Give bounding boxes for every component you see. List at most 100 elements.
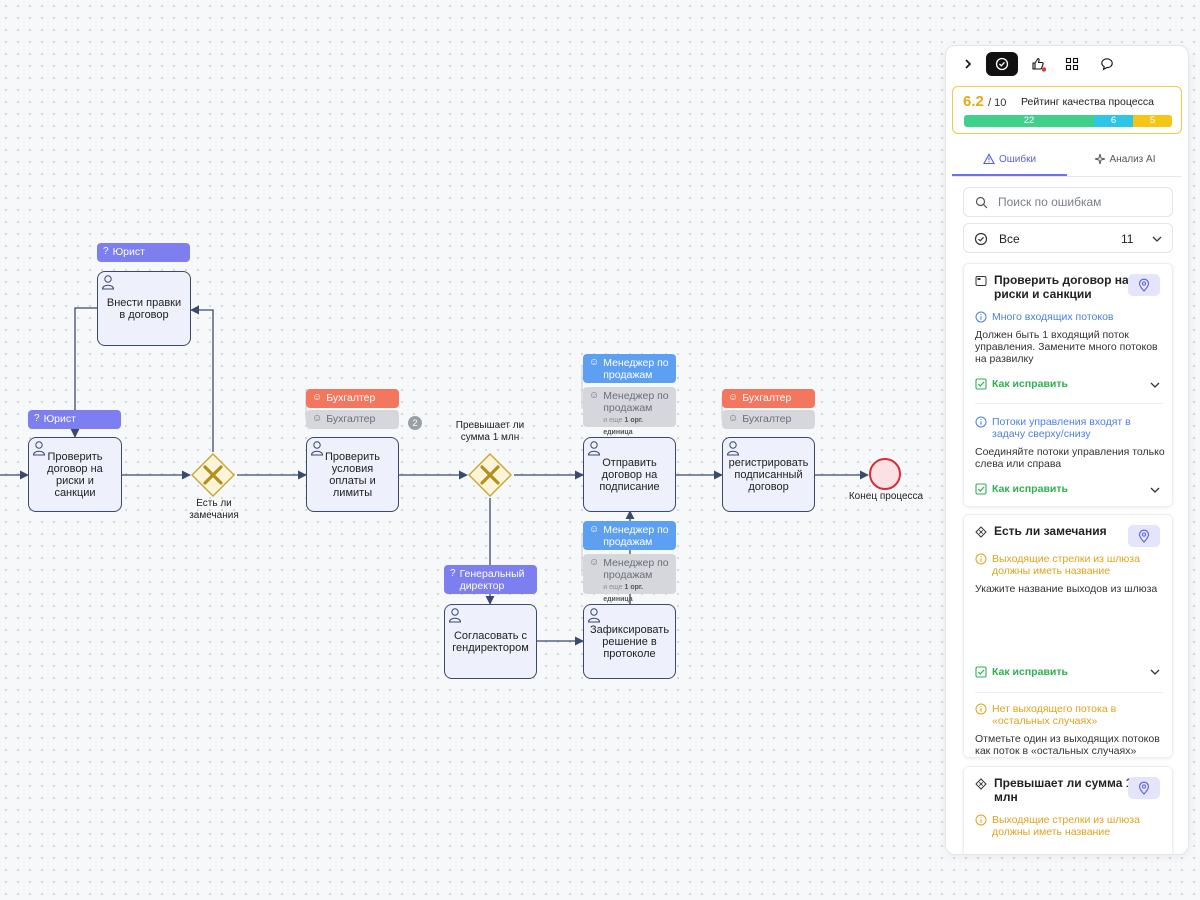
gateway-remarks[interactable]	[191, 453, 235, 497]
role-sales-manager-2[interactable]: ☺ Менеджер по продажам	[583, 521, 676, 550]
end-event[interactable]	[869, 458, 901, 490]
collapse-button[interactable]	[952, 52, 984, 76]
rating-segment: 22	[964, 115, 1094, 127]
like-tab-button[interactable]	[1022, 52, 1054, 76]
locate-button[interactable]	[1128, 525, 1160, 547]
role-sub-text: Менеджер по продажам и еще 1 орг. единиц…	[603, 557, 670, 606]
task-check-payment[interactable]: Проверить условия оплаты и лимиты	[306, 437, 399, 512]
issue-title: Потоки управления входят в задачу сверху…	[975, 416, 1165, 440]
role-lawyer-top[interactable]: ? Юрист	[97, 243, 190, 262]
gateway-label-remarks: Есть ли замечания	[189, 498, 239, 521]
role-sales-manager-2-sub[interactable]: ☺ Менеджер по продажам и еще 1 орг. един…	[583, 554, 676, 603]
user-task-icon	[101, 275, 115, 290]
user-task-icon	[310, 441, 324, 456]
task-label: Проверить договор на риски и санкции	[47, 450, 103, 499]
locate-button[interactable]	[1128, 274, 1160, 296]
info-icon	[975, 703, 987, 715]
task-approve-ceo[interactable]: Согласовать с гендиректором	[444, 604, 537, 679]
error-card-title: Превышает ли сумма 1 млн	[994, 776, 1133, 804]
grid-icon	[1065, 57, 1079, 71]
error-card[interactable]: Проверить договор на риски и санкции Мно…	[963, 263, 1173, 507]
tab-label: Анализ AI	[1109, 153, 1156, 165]
rating-title: Рейтинг качества процесса	[1021, 96, 1154, 108]
checkbox-check-icon	[975, 483, 987, 495]
user-icon: ☺	[589, 524, 600, 535]
role-accountant-1[interactable]: ☺ Бухгалтер	[306, 389, 399, 408]
panel-tabs: Ошибки Анализ AI	[952, 144, 1182, 177]
error-card-title: Есть ли замечания	[994, 524, 1107, 538]
role-label: Менеджер по продажам	[603, 390, 669, 414]
error-issue: Много входящих потоков Должен быть 1 вхо…	[975, 311, 1165, 365]
comments-tab-button[interactable]	[1091, 52, 1123, 76]
user-icon: ☺	[589, 357, 600, 368]
fix-label: Как исправить	[992, 378, 1068, 390]
issue-title-text: Выходящие стрелки из шлюза должны иметь …	[992, 553, 1140, 577]
rating-segment: 5	[1133, 115, 1172, 127]
role-accountant-2[interactable]: ☺ Бухгалтер	[722, 389, 815, 408]
checkbox-check-icon	[975, 378, 987, 390]
role-accountant-1-sub[interactable]: ☺ Бухгалтер	[306, 410, 399, 429]
role-sales-manager-1[interactable]: ☺ Менеджер по продажам	[583, 354, 676, 383]
issue-title: Выходящие стрелки из шлюза должны иметь …	[975, 553, 1165, 577]
gateway-amount[interactable]	[468, 453, 512, 497]
issue-description: Должен быть 1 входящий поток управления.…	[975, 329, 1158, 365]
issue-title: Нет выходящего потока в «остальных случа…	[975, 703, 1165, 727]
search-icon	[975, 196, 988, 209]
task-record-decision[interactable]: Зафиксировать решение в протоколе	[583, 604, 676, 679]
role-label: Менеджер по продажам	[603, 357, 669, 381]
grid-tab-button[interactable]	[1056, 52, 1088, 76]
task-label: регистрировать подписанный договор	[728, 456, 809, 493]
role-accountant-2-sub[interactable]: ☺ Бухгалтер	[722, 410, 815, 429]
info-icon	[975, 553, 987, 565]
role-sub-text: Менеджер по продажам и еще 1 орг. единиц…	[603, 390, 670, 439]
how-to-fix-toggle[interactable]: Как исправить	[975, 378, 1068, 390]
map-pin-icon	[1138, 529, 1150, 543]
tab-errors[interactable]: Ошибки	[952, 144, 1067, 176]
user-icon: ☺	[728, 392, 739, 403]
users-icon: ☺	[589, 557, 600, 568]
user-task-icon	[587, 441, 601, 456]
role-label: Юрист	[43, 413, 76, 425]
task-edit-contract[interactable]: Внести правки в договор	[97, 271, 191, 346]
search-placeholder: Поиск по ошибкам	[998, 195, 1102, 209]
info-icon	[975, 416, 987, 428]
issue-description: Укажите название выходов из шлюза	[975, 583, 1158, 595]
locate-button[interactable]	[1128, 777, 1160, 799]
role-sales-manager-1-sub[interactable]: ☺ Менеджер по продажам и еще 1 орг. един…	[583, 387, 676, 436]
how-to-fix-toggle[interactable]: Как исправить	[975, 483, 1068, 495]
more-count: 1 орг. единица	[603, 417, 644, 436]
task-send-for-signing[interactable]: Отправить договор на подписание	[583, 437, 676, 512]
error-card[interactable]: Превышает ли сумма 1 млн Выходящие стрел…	[963, 766, 1173, 854]
check-tab-button[interactable]	[986, 52, 1018, 76]
more-units: и еще 1 орг. единица	[603, 415, 670, 439]
issue-title: Много входящих потоков	[975, 311, 1165, 323]
chevron-down-icon[interactable]	[1149, 380, 1161, 390]
chevron-down-icon	[1152, 236, 1162, 242]
tab-ai-analysis[interactable]: Анализ AI	[1067, 144, 1182, 174]
chevron-down-icon[interactable]	[1149, 667, 1161, 677]
error-search-input[interactable]: Поиск по ошибкам	[963, 187, 1173, 217]
task-register-contract[interactable]: регистрировать подписанный договор	[722, 437, 815, 512]
role-ceo[interactable]: ? Генеральный директор	[444, 565, 537, 594]
error-issue: Выходящие стрелки из шлюза должны иметь …	[975, 814, 1165, 838]
role-label: Бухгалтер	[742, 392, 792, 404]
chevron-down-icon[interactable]	[1149, 485, 1161, 495]
error-issue: Нет выходящего потока в «остальных случа…	[975, 703, 1165, 757]
task-check-risks[interactable]: Проверить договор на риски и санкции	[28, 437, 122, 512]
filter-count: 11	[1121, 232, 1134, 246]
role-label: Бухгалтер	[326, 413, 376, 425]
how-to-fix-toggle[interactable]: Как исправить	[975, 666, 1068, 678]
map-pin-icon	[1138, 781, 1150, 795]
error-card[interactable]: Есть ли замечания Выходящие стрелки из ш…	[963, 514, 1173, 793]
issue-title: Выходящие стрелки из шлюза должны иметь …	[975, 814, 1165, 838]
issue-title-text: Нет выходящего потока в «остальных случа…	[992, 703, 1117, 727]
more-prefix: и еще	[603, 417, 623, 424]
count-badge[interactable]: 2	[408, 416, 422, 430]
error-filter-select[interactable]: Все 11	[963, 223, 1173, 253]
role-lawyer-left[interactable]: ? Юрист	[28, 410, 121, 429]
role-label: Бухгалтер	[326, 392, 376, 404]
task-label: Отправить договор на подписание	[599, 456, 660, 493]
